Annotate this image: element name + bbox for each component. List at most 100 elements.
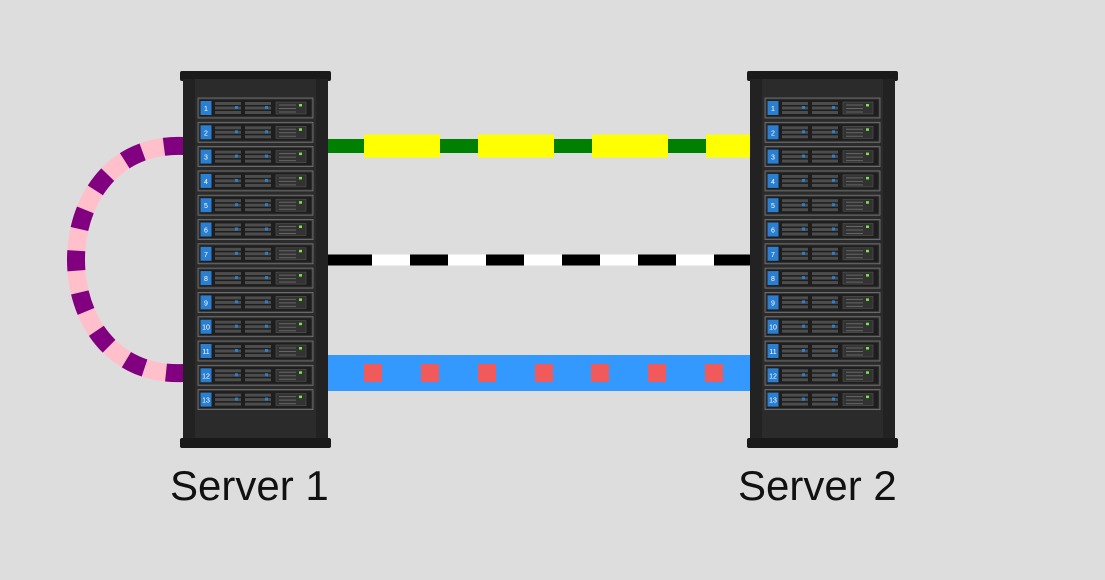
drive-bay [245,369,271,373]
rack-bottom-cap [180,438,331,448]
drive-indicator [265,373,268,377]
drive-indicator [235,130,238,134]
slot-badge [200,344,212,358]
drive-indicator [802,373,805,377]
slot-badge [767,319,779,334]
drive-bay [245,203,271,207]
drive-bay [215,155,241,159]
server-unit: 6 [197,219,314,240]
status-led [299,395,302,399]
drive-bay [245,228,271,231]
drive-bay [245,325,271,329]
drive-indicator [802,106,805,109]
drive-indicator [265,251,268,255]
bottom-cable-marker [421,364,439,382]
server-unit: 11 [197,340,314,362]
status-led [866,395,869,399]
slot-badge [200,198,212,213]
drive-bay [812,130,838,134]
drive-bay [782,398,808,402]
drive-bay [812,159,838,163]
slot-badge [200,222,212,237]
drive-bay [245,199,271,203]
drive-bay [215,111,241,114]
drive-indicator [802,227,805,231]
drive-bay [245,393,271,397]
drive-bay [215,208,241,212]
slot-badge [200,246,212,261]
drive-indicator [832,154,835,158]
drive-indicator [802,130,805,134]
drive-bay [782,378,808,382]
drive-bay [215,223,241,227]
drive-bay [812,155,838,159]
drive-bay [812,208,838,212]
drive-bay [245,179,271,183]
drive-bay [215,329,241,333]
slot-badge [200,271,212,286]
drive-bay [812,135,838,139]
cables [67,134,752,391]
slot-number: 2 [771,130,775,137]
drive-bay [812,203,838,207]
drive-bay [812,300,838,304]
slot-badge [767,173,779,188]
drive-indicator [265,276,268,280]
drive-bay [812,402,838,406]
drive-bay [782,159,808,163]
drive-bay [782,393,808,397]
slot-number: 4 [204,179,208,186]
drive-bay [215,135,241,139]
drive-indicator [265,106,268,109]
drive-bay [245,349,271,353]
slot-number: 7 [204,252,208,259]
drive-indicator [235,324,238,328]
drive-bay [245,232,271,236]
slot-number: 3 [771,155,775,162]
drive-bay [782,305,808,309]
slot-badge [767,368,779,383]
drive-indicator [235,106,238,109]
drive-bay [215,296,241,300]
drive-indicator [832,203,835,207]
slot-number: 11 [769,349,776,356]
rack-rail-left [750,79,762,442]
server-unit: 12 [764,364,881,386]
drive-bay [812,272,838,276]
rack-rail-left [183,79,195,442]
status-led [866,128,869,131]
drive-bay [245,174,271,178]
drive-bay [812,398,838,402]
drive-bay [215,247,241,251]
drive-bay [245,126,271,130]
drive-bay [215,305,241,309]
status-led [866,322,869,326]
status-led [866,347,869,350]
drive-bay [782,369,808,373]
slot-number: 1 [204,106,208,113]
drive-bay [245,300,271,304]
drive-indicator [802,397,805,401]
server-unit: 4 [764,170,881,192]
drive-bay [245,320,271,324]
server-unit: 8 [764,267,881,289]
status-led [866,371,869,374]
drive-bay [812,223,838,227]
rack-rail-right [316,79,328,442]
drive-bay [245,398,271,402]
drive-indicator [832,106,835,109]
drive-indicator [235,227,238,231]
drive-indicator [832,130,835,134]
drive-bay [782,256,808,260]
server-unit: 2 [764,121,881,143]
server-unit: 13 [197,389,314,411]
drive-bay [812,276,838,280]
drive-bay [215,354,241,357]
drive-indicator [265,154,268,158]
drive-bay [812,232,838,236]
slot-number: 12 [202,373,210,380]
drive-bay [812,369,838,373]
slot-number: 9 [204,300,208,307]
